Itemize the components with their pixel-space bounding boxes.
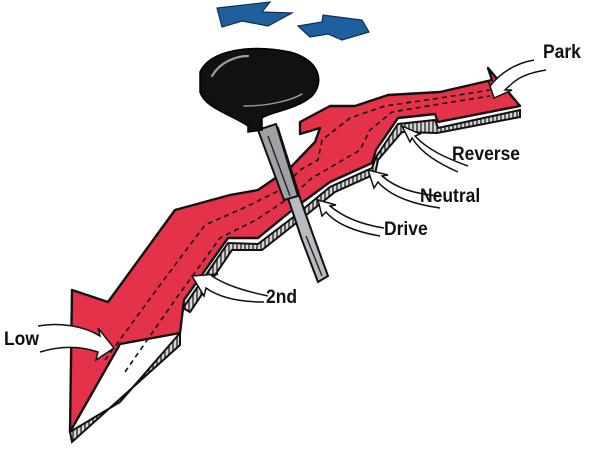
low-pointer bbox=[37, 323, 116, 362]
gear-label-park: Park bbox=[543, 42, 581, 63]
gear-label-low: Low bbox=[4, 329, 39, 350]
neutral-pointer bbox=[366, 168, 441, 209]
shift-knob bbox=[199, 47, 320, 133]
gear-label-reverse: Reverse bbox=[452, 144, 521, 165]
shift-lever bbox=[256, 122, 330, 284]
drive-pointer bbox=[316, 198, 385, 237]
shift-gate bbox=[68, 66, 522, 434]
reverse-pointer bbox=[400, 124, 469, 173]
park-pointer bbox=[487, 59, 547, 100]
direction-arrows bbox=[216, 1, 370, 41]
gear-label-drive: Drive bbox=[384, 219, 428, 240]
second-pointer bbox=[190, 273, 269, 303]
left-arrow-icon bbox=[216, 1, 295, 28]
gate-edge bbox=[68, 108, 521, 444]
callouts bbox=[37, 59, 547, 362]
gear-label-second: 2nd bbox=[266, 287, 298, 308]
gear-label-neutral: Neutral bbox=[420, 186, 481, 207]
right-arrow-icon bbox=[296, 14, 370, 41]
